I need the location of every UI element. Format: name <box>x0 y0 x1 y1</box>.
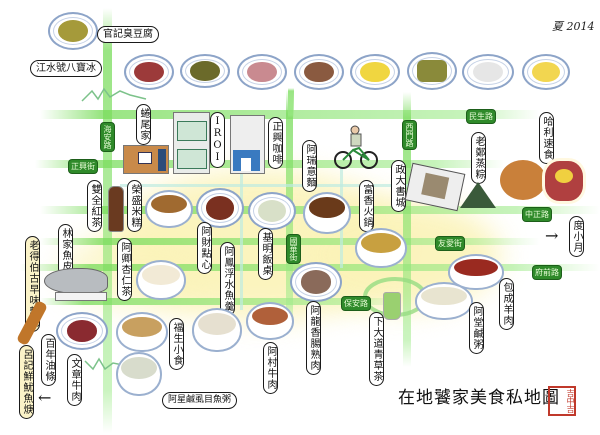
ice-topping-plate <box>237 54 287 90</box>
shop-label-acun[interactable]: 阿村牛肉 <box>263 342 278 394</box>
almond-tea-bowl <box>136 260 186 300</box>
road-ximen <box>403 92 411 367</box>
ice-topping-plate <box>124 54 174 90</box>
shop-label-bainian[interactable]: 百年油條 <box>41 334 56 386</box>
shop-label-wenzhang[interactable]: 文章牛肉 <box>67 354 82 406</box>
iroi-building <box>173 112 210 174</box>
shop-label-lvji[interactable]: 呂記鮮魷魚焿 <box>19 345 34 419</box>
red-seal-stamp: 吉中吉 <box>548 386 576 416</box>
shop-label-afeng[interactable]: 阿鳳浮水魚羹 <box>220 242 235 316</box>
sausage-plate <box>290 262 342 302</box>
road-label-ximen: 西門路 <box>402 120 417 150</box>
arrow-right-icon: → <box>545 226 559 245</box>
knife-illustration <box>55 292 107 301</box>
milkfish-congee-bowl <box>116 352 162 396</box>
shop-label-zhengxing-cafe[interactable]: 正興咖啡 <box>268 117 283 169</box>
shop-label-baocheng[interactable]: 包成羊肉 <box>499 278 514 330</box>
congee-bowl <box>415 282 473 320</box>
zongzi-illustration <box>460 182 496 208</box>
shop-label-fuxiang[interactable]: 富香火鍋 <box>359 180 374 232</box>
hotpot-bowl <box>355 228 407 268</box>
road-stub <box>288 88 294 118</box>
fish-ball-bowl <box>192 308 242 352</box>
zhengxing-cafe-building <box>230 115 265 174</box>
road-label-zhengxing: 正興街 <box>68 159 98 174</box>
shop-label-xiadadao[interactable]: 下大道青草茶 <box>369 312 384 386</box>
road-label-youai: 友愛街 <box>435 236 465 251</box>
beef-plate <box>56 312 108 350</box>
burger-illustration <box>542 158 586 204</box>
rice-bowl <box>116 312 168 352</box>
road-label-minsheng: 民生路 <box>466 109 496 124</box>
road-haian <box>103 8 112 433</box>
shop-label-arui[interactable]: 阿瑞意麵 <box>302 140 317 192</box>
ice-topping-plate <box>294 54 344 90</box>
stinky-tofu-plate <box>48 12 98 50</box>
river-mark-top <box>81 87 147 102</box>
shop-label-aqing[interactable]: 阿卿杏仁茶 <box>117 238 132 301</box>
bun-illustration <box>500 160 546 200</box>
ice-topping-plate <box>522 54 570 90</box>
rice-cake-bowl <box>145 190 193 228</box>
shop-label-fusheng[interactable]: 福生小食 <box>169 318 184 370</box>
quanweijia-shop-building <box>123 145 169 174</box>
shop-label-acai[interactable]: 阿財點心 <box>197 222 212 274</box>
road-label-haian: 海安路 <box>100 122 115 152</box>
fish-illustration <box>44 268 108 294</box>
shop-label-duxiaoyue[interactable]: 度小月 <box>569 216 584 257</box>
shop-label-iroi[interactable]: IROI <box>210 112 225 168</box>
shop-label-atang[interactable]: 阿堂鹹粥 <box>469 302 484 354</box>
shop-label-laozheng[interactable]: 老鄭蒸粽 <box>471 132 486 184</box>
ice-topping-plate <box>462 54 514 90</box>
fish-dish-plate <box>248 192 296 230</box>
beef-soup-bowl <box>246 302 294 340</box>
road-label-guohua: 國華街 <box>286 234 301 264</box>
shop-label-axing[interactable]: 阿星鹹虱目魚粥 <box>162 392 238 409</box>
cyclist-illustration <box>334 125 378 169</box>
shop-label-guanji[interactable]: 官記臭豆腐 <box>97 26 159 43</box>
shop-label-quanweijia[interactable]: 蜷尾家 <box>136 104 151 145</box>
shop-label-jiangshui[interactable]: 江水號八寶冰 <box>30 60 102 77</box>
road-label-baoan: 保安路 <box>341 296 371 311</box>
map-title: 在地饕家美食私地圖 <box>398 388 560 408</box>
shop-label-yupi[interactable]: 林家魚皮 <box>58 224 73 276</box>
shop-label-jiming[interactable]: 基明飯桌 <box>258 228 273 280</box>
herbal-tea-cup <box>383 292 401 320</box>
tea-bottle-illustration <box>108 186 124 232</box>
shop-label-rongsheng[interactable]: 榮盛米糕 <box>127 180 142 232</box>
shop-label-hali[interactable]: 哈利速食 <box>539 112 554 164</box>
lane <box>240 170 243 310</box>
dessert-plate <box>196 188 244 228</box>
arrow-left-icon: ← <box>38 388 52 407</box>
shop-label-zhengda[interactable]: 政大書城 <box>391 160 406 212</box>
signature: 夏 2014 <box>552 20 595 33</box>
ice-topping-plate <box>350 54 400 90</box>
ice-topping-plate <box>180 54 230 88</box>
road-label-zhongzheng: 中正路 <box>522 207 552 222</box>
ice-topping-plate <box>407 52 457 90</box>
road-label-fuqian: 府前路 <box>532 265 562 280</box>
shop-label-shuangquan[interactable]: 雙全紅茶 <box>87 180 102 232</box>
noodle-bowl <box>303 192 351 234</box>
shop-label-along[interactable]: 阿龍香腸熟肉 <box>306 301 321 375</box>
lane <box>120 184 410 187</box>
